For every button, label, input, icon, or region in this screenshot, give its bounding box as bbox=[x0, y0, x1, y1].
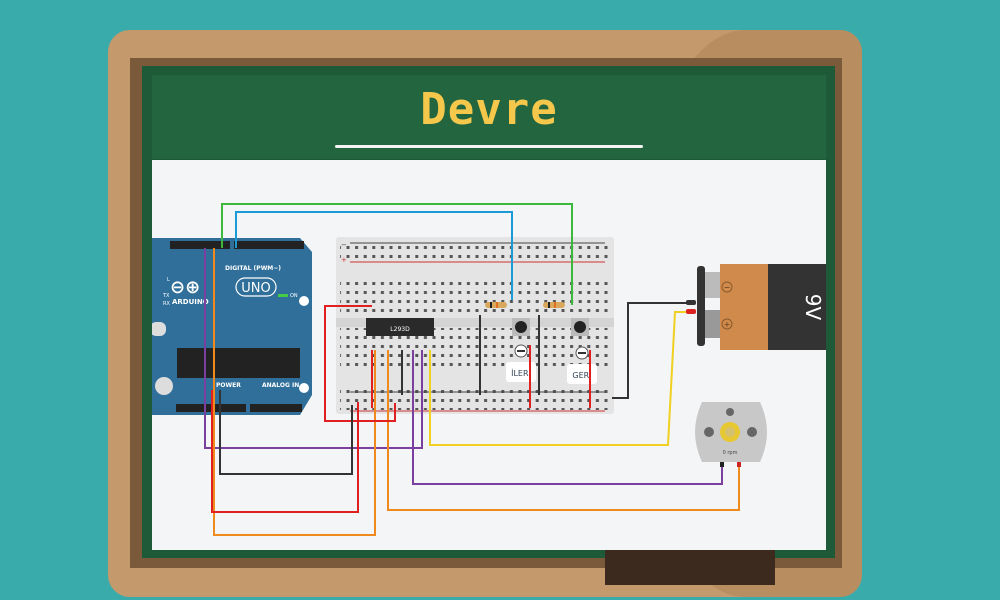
resistor bbox=[543, 302, 565, 308]
chip-label: L293D bbox=[390, 326, 410, 333]
digital-label: DIGITAL (PWM~) bbox=[225, 265, 281, 272]
on-label: ON bbox=[290, 293, 298, 299]
power-label: POWER bbox=[216, 382, 241, 389]
wire-red bbox=[324, 305, 396, 422]
wire-yellow bbox=[429, 311, 692, 446]
arduino-uno[interactable]: ⊖⊕ UNO ARDUINO DIGITAL (PWM~) POWER ANAL… bbox=[152, 238, 312, 415]
analog-label: ANALOG IN bbox=[262, 382, 299, 389]
rail-minus-label: − bbox=[341, 241, 347, 249]
chalk-tray bbox=[605, 550, 775, 585]
wire-orange bbox=[213, 248, 376, 536]
wire-black bbox=[219, 390, 353, 475]
dc-motor[interactable]: 0 rpm bbox=[695, 402, 767, 467]
arduino-logo-icon: ⊖⊕ bbox=[170, 277, 200, 298]
push-button-ileri[interactable] bbox=[512, 318, 530, 336]
wires bbox=[204, 203, 740, 536]
breadboard[interactable]: − + L293D İLERİ GERİ bbox=[336, 237, 614, 414]
rail-plus-label: + bbox=[341, 256, 347, 264]
arduino-brand: ARDUINO bbox=[172, 298, 209, 306]
led-label: TX bbox=[162, 293, 170, 299]
push-button-geri[interactable] bbox=[571, 318, 589, 336]
title-underline bbox=[335, 145, 643, 148]
wire-purple bbox=[204, 248, 423, 449]
motor-rpm-readout: 0 rpm bbox=[723, 450, 738, 456]
wire-green bbox=[221, 203, 573, 305]
page-title: Devre bbox=[420, 84, 558, 135]
wire-purple bbox=[412, 350, 723, 485]
wire-red bbox=[211, 390, 359, 513]
microcontroller-chip bbox=[177, 348, 300, 378]
wire-blue bbox=[235, 211, 513, 300]
button-label-ileri: İLERİ bbox=[511, 368, 531, 378]
wire-black bbox=[612, 302, 692, 399]
wire-orange bbox=[387, 350, 740, 511]
button-label-geri: GERİ bbox=[572, 370, 591, 380]
resistor bbox=[485, 302, 507, 308]
arduino-model: UNO bbox=[241, 281, 270, 296]
led-label: L bbox=[167, 277, 170, 283]
l293d-chip[interactable]: L293D bbox=[366, 318, 434, 336]
battery-9v[interactable]: − + 9V bbox=[686, 264, 826, 350]
battery-plus-label: + bbox=[724, 320, 731, 329]
battery-minus-label: − bbox=[724, 283, 731, 292]
led-label: RX bbox=[163, 301, 170, 307]
battery-voltage: 9V bbox=[801, 294, 825, 321]
circuit-canvas: ⊖⊕ UNO ARDUINO DIGITAL (PWM~) POWER ANAL… bbox=[152, 160, 826, 550]
